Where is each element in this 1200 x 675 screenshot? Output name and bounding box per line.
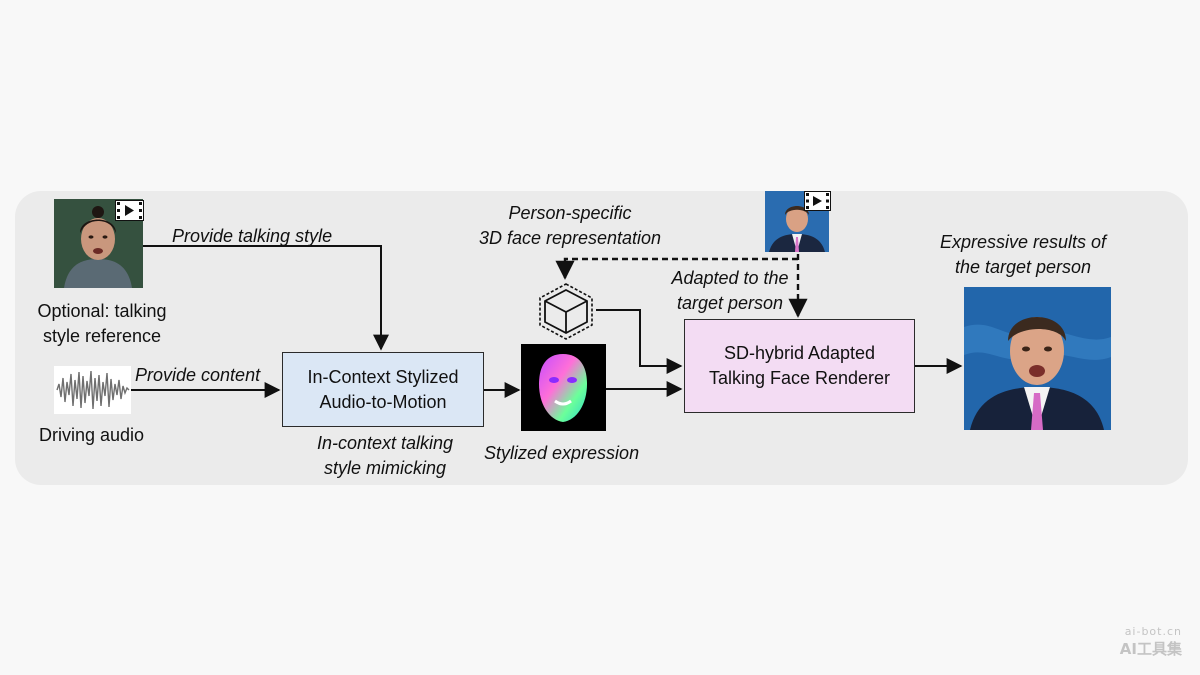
result-man-graphic — [964, 287, 1111, 430]
audio-to-motion-line1: In-Context Stylized — [307, 366, 459, 387]
man-thumbnail-graphic — [765, 191, 829, 252]
3d-face-cube-icon — [539, 283, 593, 340]
person-specific-label-line1: Person-specific — [508, 203, 632, 223]
waveform-image — [54, 366, 131, 414]
expression-mask-graphic — [539, 354, 587, 422]
waveform-icon — [56, 370, 130, 410]
person-specific-label: Person-specific 3D face representation — [440, 201, 700, 251]
adapted-label: Adapted to the target person — [660, 266, 800, 316]
mimicking-label-line1: In-context talking — [316, 433, 454, 453]
result-person-image — [964, 287, 1111, 430]
adapted-label-line2: target person — [676, 293, 784, 313]
watermark-domain: ai-bot.cn — [1124, 625, 1182, 638]
adapted-label-line1: Adapted to the — [671, 268, 789, 288]
mimicking-label: In-context talking style mimicking — [300, 431, 470, 481]
face-renderer-line1: SD-hybrid Adapted — [723, 343, 876, 363]
style-reference-label: Optional: talking style reference — [22, 299, 182, 349]
audio-to-motion-line2: Audio-to-Motion — [319, 391, 447, 412]
driving-audio-label: Driving audio — [39, 425, 145, 445]
arrow-style-to-a2m — [143, 245, 389, 351]
face-renderer-line2: Talking Face Renderer — [708, 368, 891, 388]
arrow-3d-to-renderer — [596, 309, 683, 374]
provide-content-label: Provide content — [135, 365, 261, 385]
style-reference-label-line1: Optional: talking — [37, 301, 167, 321]
style-reference-label-line2: style reference — [42, 326, 162, 346]
stylized-expression-image — [521, 344, 606, 431]
video-clip-icon — [115, 200, 144, 221]
results-label-line2: the target person — [954, 257, 1092, 277]
watermark: ai-bot.cn AI工具集 — [1120, 625, 1182, 659]
face-renderer-box: SD-hybrid Adapted Talking Face Renderer — [684, 319, 915, 413]
mimicking-label-line2: style mimicking — [323, 458, 447, 478]
person-specific-label-line2: 3D face representation — [478, 228, 662, 248]
target-video-clip-icon — [804, 191, 831, 211]
audio-to-motion-box: In-Context Stylized Audio-to-Motion — [282, 352, 484, 427]
results-label-line1: Expressive results of — [939, 232, 1107, 252]
stylized-expression-label: Stylized expression — [484, 443, 640, 463]
provide-style-label: Provide talking style — [172, 226, 333, 246]
woman-face-graphic — [54, 199, 143, 288]
dashed-arrow-target-to-3d — [555, 257, 798, 280]
results-label: Expressive results of the target person — [928, 230, 1118, 280]
watermark-brand: AI工具集 — [1119, 640, 1182, 658]
